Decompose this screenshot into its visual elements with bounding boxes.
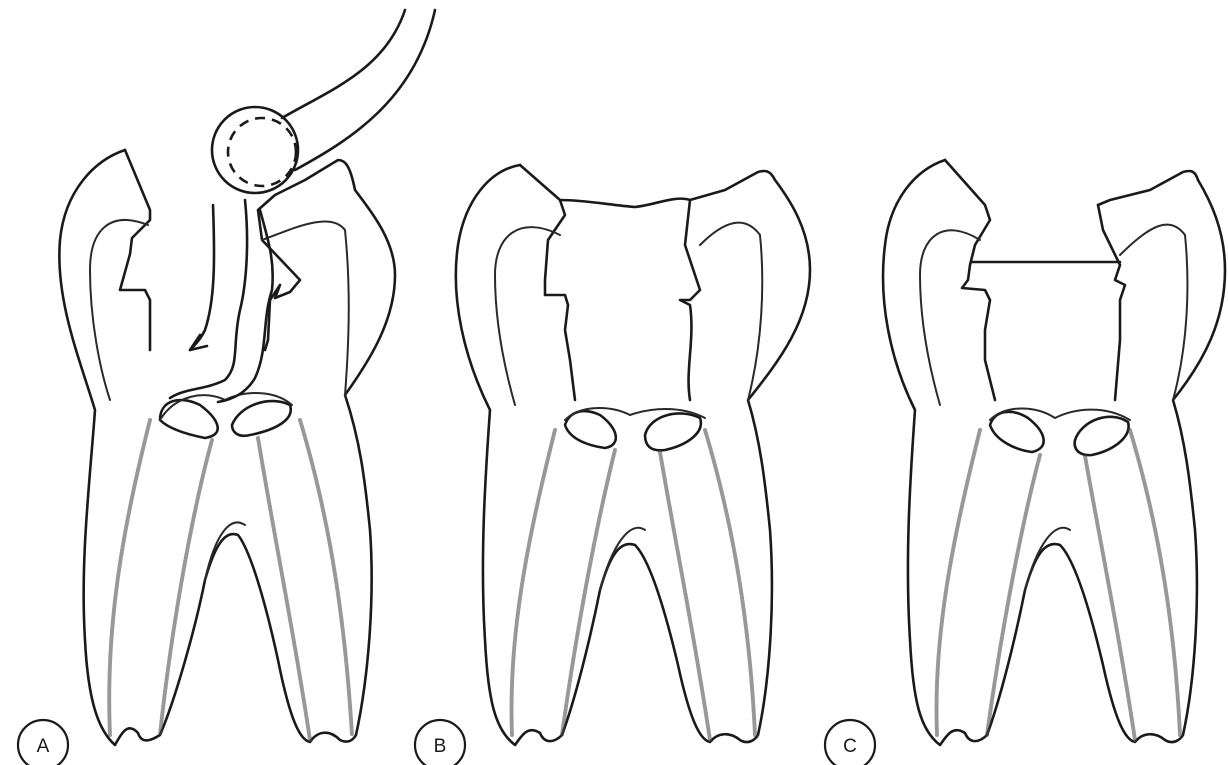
tooth-c-canal-right-outer xyxy=(1130,430,1180,735)
arrow-head-a-icon xyxy=(190,335,207,350)
tooth-c-chamber-roof xyxy=(990,408,1130,420)
tooth-b-access-top xyxy=(560,199,690,207)
tooth-a-pulp-horn-right xyxy=(232,401,291,436)
bur-head-a xyxy=(212,107,298,193)
bur-head-dashed-a xyxy=(228,118,296,186)
tooth-c-left-cusp xyxy=(945,160,995,400)
tooth-b-pulp-horn-left xyxy=(565,411,616,448)
panel-label-b-text: B xyxy=(434,736,447,757)
panel-label-c: C xyxy=(825,720,875,765)
tooth-c-canal-left-inner xyxy=(987,455,1040,735)
panel-label-a-text: A xyxy=(37,736,50,757)
tooth-a-canal-left-outer xyxy=(109,420,150,735)
panel-b xyxy=(456,165,810,745)
tooth-a-access-path xyxy=(170,200,247,398)
tooth-b-canal-left-outer xyxy=(512,430,555,735)
bur-shank-a-top xyxy=(282,10,405,118)
tooth-c-pulp-horn-right xyxy=(1075,417,1129,455)
tooth-a-enamel-left xyxy=(90,220,148,400)
tooth-c-furcation xyxy=(1025,528,1070,590)
tooth-b-canal-left-inner xyxy=(562,450,615,735)
tooth-a-pulp-horn-left xyxy=(160,400,218,438)
tooth-b-outline xyxy=(456,165,810,745)
tooth-c-pulp-horn-left xyxy=(990,412,1044,452)
tooth-a-enamel-right xyxy=(262,221,349,395)
tooth-b-access-right xyxy=(680,200,700,400)
panel-c xyxy=(883,160,1225,745)
tooth-b-canal-right-outer xyxy=(705,430,755,735)
direction-arrow-a xyxy=(190,205,214,350)
tooth-a-furcation xyxy=(205,522,245,580)
tooth-c-right-cusp xyxy=(1098,205,1125,400)
tooth-c-enamel-right xyxy=(1120,225,1187,400)
tooth-a-left-cusp xyxy=(120,150,150,350)
tooth-a-canal-right-outer xyxy=(300,420,352,735)
panel-a xyxy=(59,10,435,745)
tooth-b-pulp-horn-right xyxy=(645,413,701,450)
tooth-b-furcation xyxy=(600,528,645,590)
tooth-a-canal-right-inner xyxy=(258,438,310,740)
tooth-c-canal-left-outer xyxy=(937,430,980,735)
bur-shank-a-bottom xyxy=(295,10,435,170)
tooth-b-enamel-right xyxy=(700,223,762,400)
panel-label-b: B xyxy=(415,720,465,765)
tooth-b-enamel-left xyxy=(495,227,560,405)
tooth-a-chamber-roof xyxy=(160,393,292,420)
panel-label-c-text: C xyxy=(843,736,857,757)
panel-label-a: A xyxy=(18,720,68,765)
